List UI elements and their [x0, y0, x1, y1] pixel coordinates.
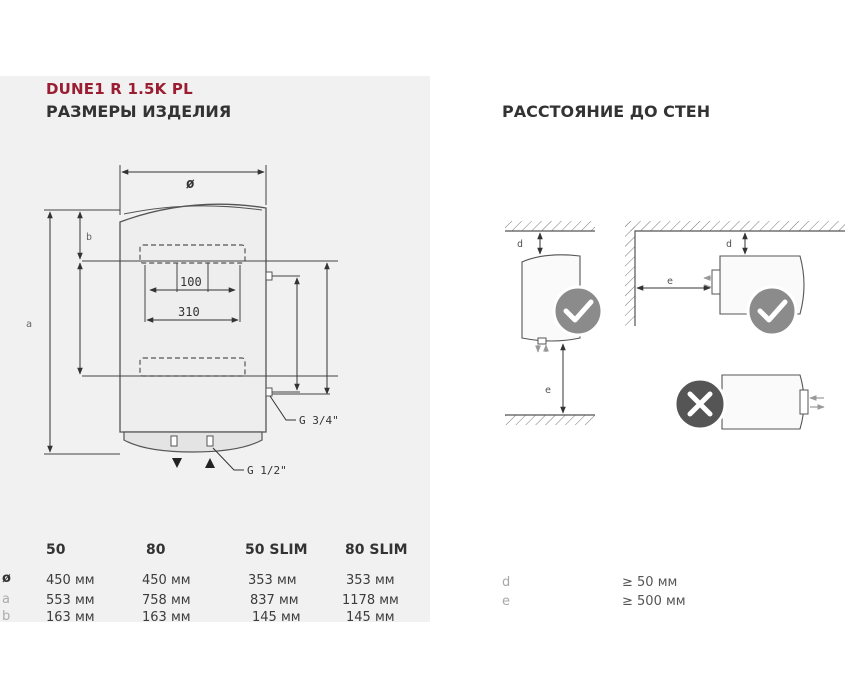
- check-mark-icon: [552, 285, 604, 337]
- clearance-row-value: ≥ 50 мм: [622, 575, 678, 590]
- thread-bottom-label: G 1/2": [247, 464, 287, 477]
- thread-top-label: G 3/4": [299, 414, 339, 427]
- dim-310-label: 310: [178, 305, 200, 319]
- table-cell: 145 мм: [252, 610, 301, 625]
- cross-mark-icon: [673, 377, 727, 431]
- column-header: 50 SLIM: [245, 542, 308, 558]
- inlet-arrow-icon: [205, 458, 215, 468]
- column-header: 80: [146, 542, 166, 558]
- dimensions-heading: РАЗМЕРЫ ИЗДЕЛИЯ: [46, 102, 232, 121]
- clearance-row-value: ≥ 500 мм: [622, 594, 686, 609]
- diameter-label: ø: [186, 176, 195, 192]
- check-mark-icon: [746, 285, 798, 337]
- table-cell: 145 мм: [346, 610, 395, 625]
- dim-a-label: a: [26, 319, 32, 330]
- clearance-heading: РАССТОЯНИЕ ДО СТЕН: [502, 102, 711, 121]
- table-cell: 450 мм: [142, 573, 191, 588]
- table-cell: 353 мм: [248, 573, 297, 588]
- heater-dimension-drawing: ø a b 100 310 G 3/4" G 1/2": [26, 165, 339, 477]
- dim-b-label: b: [86, 232, 92, 243]
- row-label: b: [2, 609, 11, 624]
- table-cell: 758 мм: [142, 593, 191, 608]
- clearance-d-label-2: d: [726, 239, 732, 250]
- outlet-arrow-icon: [172, 458, 182, 468]
- column-header: 50: [46, 542, 66, 558]
- dim-100-label: 100: [180, 275, 202, 289]
- table-cell: 163 мм: [46, 610, 95, 625]
- clearance-row-label: d: [502, 575, 511, 590]
- table-cell: 353 мм: [346, 573, 395, 588]
- table-cell: 450 мм: [46, 573, 95, 588]
- column-header: 80 SLIM: [345, 542, 408, 558]
- clearance-d-label-1: d: [517, 239, 523, 250]
- clearance-diagram: d e d e: [505, 221, 845, 431]
- table-cell: 163 мм: [142, 610, 191, 625]
- table-cell: 837 мм: [250, 593, 299, 608]
- clearance-e-label-1: e: [545, 385, 551, 396]
- clearance-e-label-2: e: [667, 276, 673, 287]
- table-cell: 1178 мм: [342, 593, 399, 608]
- row-label: ø: [2, 571, 11, 586]
- clearance-row-label: e: [502, 594, 510, 609]
- model-title: DUNE1 R 1.5K PL: [46, 80, 193, 98]
- row-label: a: [2, 592, 10, 607]
- table-cell: 553 мм: [46, 593, 95, 608]
